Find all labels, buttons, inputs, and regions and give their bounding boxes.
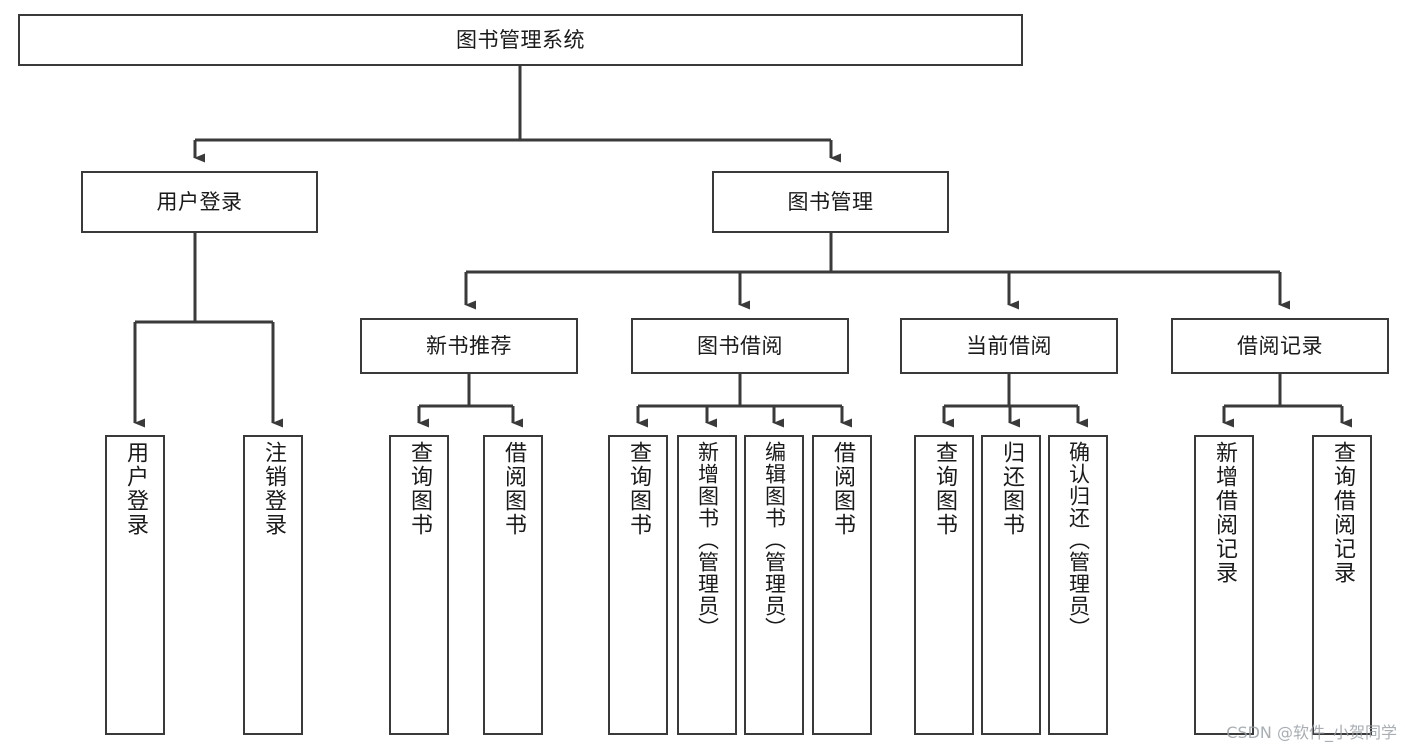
node-label: 新书推荐 [426,333,512,358]
node-label: 编辑图书（管理员） [762,441,787,639]
leaf-borrow-book-borrow[interactable]: 借阅图书 [812,435,872,735]
node-label: 图书管理系统 [456,27,585,52]
node-label: 借阅记录 [1237,333,1323,358]
leaf-query-borrow-record[interactable]: 查询借阅记录 [1312,435,1372,735]
node-label: 注销登录 [261,441,286,537]
node-label: 图书借阅 [697,333,783,358]
node-label: 查询图书 [626,441,651,537]
leaf-query-book-borrow[interactable]: 查询图书 [608,435,668,735]
leaf-query-book-new-rec[interactable]: 查询图书 [389,435,449,735]
leaf-return-book[interactable]: 归还图书 [981,435,1041,735]
leaf-user-login[interactable]: 用户登录 [105,435,165,735]
node-label: 图书管理 [787,189,874,214]
leaf-query-book-current[interactable]: 查询图书 [914,435,974,735]
node-label: 新增借阅记录 [1212,441,1237,585]
leaf-add-book-admin[interactable]: 新增图书（管理员） [677,435,737,735]
node-root-book-management-system[interactable]: 图书管理系统 [18,14,1023,66]
node-user-login[interactable]: 用户登录 [81,171,318,233]
node-label: 查询借阅记录 [1330,441,1355,585]
node-book-borrow[interactable]: 图书借阅 [631,318,849,374]
leaf-add-borrow-record[interactable]: 新增借阅记录 [1194,435,1254,735]
node-book-management[interactable]: 图书管理 [712,171,949,233]
node-label: 用户登录 [156,189,243,214]
leaf-confirm-return-admin[interactable]: 确认归还（管理员） [1048,435,1108,735]
node-label: 用户登录 [123,441,148,537]
csdn-watermark: CSDN @软件_小贺同学 [1226,723,1397,742]
node-label: 借阅图书 [830,441,855,537]
node-label: 新增图书（管理员） [695,441,720,639]
node-label: 借阅图书 [501,441,526,537]
node-new-book-recommendation[interactable]: 新书推荐 [360,318,578,374]
leaf-logout-login[interactable]: 注销登录 [243,435,303,735]
node-label: 当前借阅 [966,333,1052,358]
node-label: 归还图书 [999,441,1024,537]
leaf-borrow-book-new-rec[interactable]: 借阅图书 [483,435,543,735]
node-label: 查询图书 [407,441,432,537]
leaf-edit-book-admin[interactable]: 编辑图书（管理员） [744,435,804,735]
node-current-borrow[interactable]: 当前借阅 [900,318,1118,374]
node-label: 查询图书 [932,441,957,537]
node-label: 确认归还（管理员） [1066,441,1091,639]
node-borrow-record[interactable]: 借阅记录 [1171,318,1389,374]
